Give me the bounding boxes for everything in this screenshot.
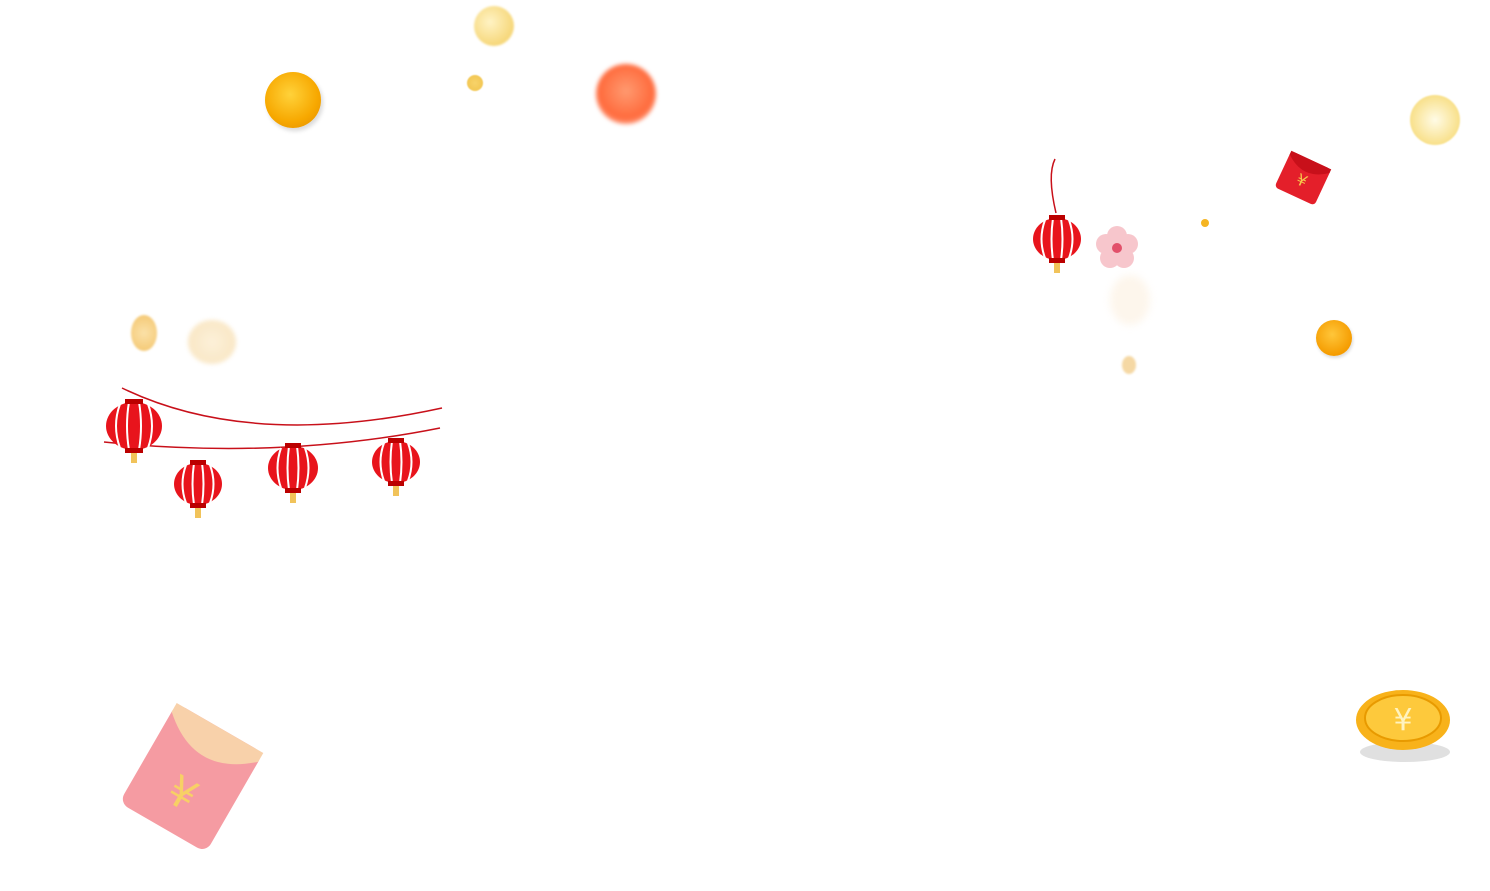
pale-orb-icon [1410, 95, 1460, 145]
blossom-icon [1096, 226, 1138, 268]
lantern-garland [103, 387, 443, 518]
orange-orb-icon [265, 72, 321, 128]
svg-text:¥: ¥ [1393, 703, 1412, 738]
lantern-icon [106, 399, 162, 463]
lantern-icon [174, 460, 222, 518]
yuan-coin-icon [188, 320, 236, 364]
yuan-coin-icon: ¥ [1356, 690, 1450, 762]
yuan-coin-icon [131, 315, 157, 351]
small-gold-orb-icon [467, 75, 483, 91]
red-orb-icon [596, 64, 656, 124]
red-envelope-icon: ¥ [1275, 150, 1332, 205]
red-envelope-icon: ¥ [122, 703, 264, 849]
lantern-icon [268, 443, 318, 503]
gold-orb-icon [474, 6, 514, 46]
orange-orb-icon [1316, 320, 1352, 356]
faint-orb-icon [1110, 275, 1150, 325]
tiny-orb-icon [1201, 219, 1209, 227]
tiny-coin-icon [1122, 356, 1136, 374]
lantern-icon [372, 438, 420, 496]
hanging-lantern-icon [1033, 158, 1081, 273]
